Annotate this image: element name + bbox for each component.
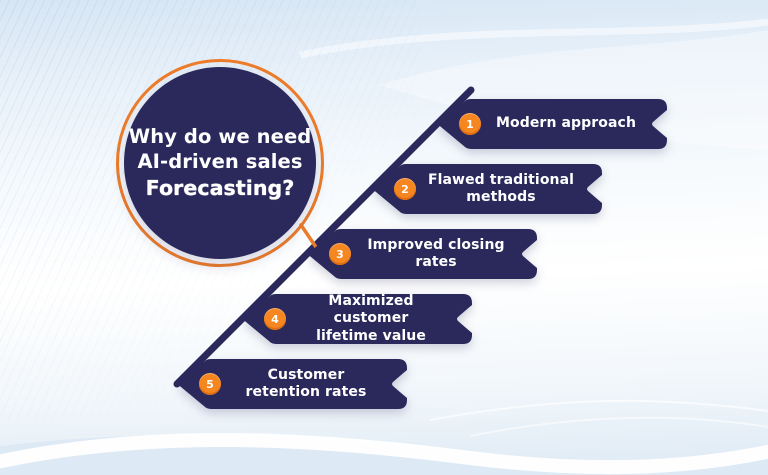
item-label-line: rates bbox=[415, 254, 457, 270]
item-number-badge: 2 bbox=[394, 178, 416, 200]
item-label-line: Customer bbox=[267, 366, 345, 383]
item-label: Customer retention rates bbox=[229, 359, 383, 409]
ribbon-shape bbox=[178, 359, 407, 409]
ribbon-item-5: 5 Customer retention rates bbox=[177, 359, 407, 409]
item-label-line: lifetime value bbox=[316, 327, 426, 344]
ribbon-item-4: 4 Maximized customer lifetime value bbox=[242, 292, 472, 344]
title-circle: Why do we need AI-driven sales Forecasti… bbox=[124, 67, 316, 259]
ribbon-shape bbox=[243, 294, 472, 344]
diagonal-connector-line bbox=[173, 86, 475, 388]
ribbon-item-2: 2 Flawed traditional methods bbox=[372, 164, 602, 214]
title-circle-ring bbox=[116, 59, 324, 267]
title-line: Forecasting? bbox=[145, 176, 295, 201]
item-number-badge: 3 bbox=[329, 243, 351, 265]
item-label: Maximized customer lifetime value bbox=[294, 292, 448, 344]
ribbon-item-3: 3 Improved closing rates bbox=[307, 229, 537, 279]
ribbon-shape bbox=[438, 99, 667, 149]
item-label-line: Improved closing bbox=[367, 236, 505, 253]
title-line: AI-driven sales bbox=[137, 150, 303, 174]
item-label-line: retention rates bbox=[245, 384, 367, 400]
title-line: Why do we need bbox=[128, 124, 312, 148]
item-number-badge: 4 bbox=[264, 308, 286, 330]
item-label: Modern approach bbox=[489, 99, 643, 149]
ribbon-shape bbox=[373, 164, 602, 214]
item-label-line: Modern approach bbox=[495, 115, 637, 132]
ribbon-item-1: 1 Modern approach bbox=[437, 99, 667, 149]
item-label: Improved closing rates bbox=[359, 229, 513, 279]
item-label-line: methods bbox=[466, 189, 536, 205]
item-number-badge: 1 bbox=[459, 113, 481, 135]
item-number-badge: 5 bbox=[199, 373, 221, 395]
item-label-line: Maximized customer bbox=[328, 292, 414, 327]
ribbon-shape bbox=[308, 229, 537, 279]
item-label: Flawed traditional methods bbox=[424, 164, 578, 214]
item-label-line: Flawed traditional bbox=[427, 171, 575, 188]
